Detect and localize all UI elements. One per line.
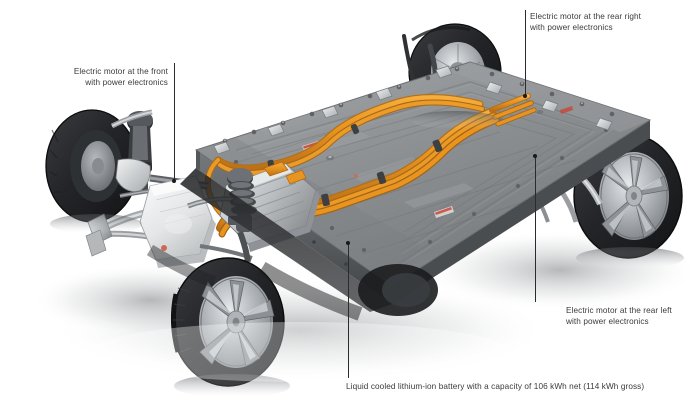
front-left-wheel bbox=[45, 109, 139, 223]
pack-bolts bbox=[222, 66, 615, 253]
leader-dot-rear-right-motor bbox=[523, 94, 527, 98]
callout-rear-right-motor-line1: Electric motor at the rear right bbox=[530, 12, 642, 21]
callout-rear-right-motor: Electric motor at the rear right with po… bbox=[530, 11, 641, 33]
callout-rear-left-motor-line1: Electric motor at the rear left bbox=[566, 306, 672, 315]
underbody-shadow bbox=[146, 168, 392, 321]
cable-clamps bbox=[267, 123, 443, 207]
pack-mount-lugs bbox=[213, 65, 613, 155]
leader-line-rear-right-motor bbox=[525, 10, 526, 96]
front-right-wheel bbox=[170, 257, 285, 387]
callout-rear-left-motor-line2: with power electronics bbox=[566, 317, 649, 326]
callout-front-motor-line2: with power electronics bbox=[85, 78, 168, 87]
callout-battery-line1: Liquid cooled lithium-ion battery with a… bbox=[346, 382, 645, 391]
leader-dot-battery bbox=[346, 241, 350, 245]
pack-bolts-highlight bbox=[224, 67, 583, 142]
callout-front-motor: Electric motor at the front with power e… bbox=[74, 66, 168, 88]
callout-rear-right-motor-line2: with power electronics bbox=[530, 23, 613, 32]
leader-dot-rear-left-motor bbox=[533, 154, 537, 158]
leader-dot-front-motor bbox=[172, 179, 176, 183]
rear-hidden-wheel bbox=[358, 264, 438, 316]
callout-front-motor-line1: Electric motor at the front bbox=[73, 67, 168, 76]
callout-battery: Liquid cooled lithium-ion battery with a… bbox=[346, 381, 644, 392]
leader-line-front-motor bbox=[174, 63, 175, 181]
callout-rear-left-motor: Electric motor at the rear left with pow… bbox=[566, 305, 672, 327]
leader-line-battery bbox=[348, 244, 349, 378]
leader-line-rear-left-motor bbox=[535, 157, 536, 302]
